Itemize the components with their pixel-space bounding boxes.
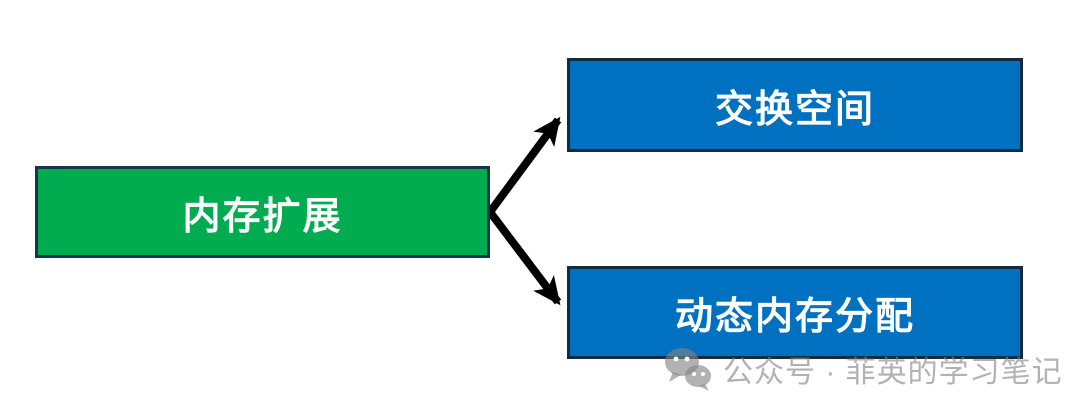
node-swap-space-label: 交换空间 <box>714 88 875 131</box>
node-dynamic-memory-allocation: 动态内存分配 <box>567 266 1023 359</box>
arrow-to-swap-space <box>486 116 562 215</box>
watermark: 公众号 · 菲英的学习笔记 <box>663 346 1063 392</box>
watermark-text: 公众号 · 菲英的学习笔记 <box>723 356 1063 389</box>
arrow-to-dynamic-memory-allocation <box>486 209 562 306</box>
node-dynamic-memory-allocation-label: 动态内存分配 <box>674 296 915 338</box>
node-memory-expansion: 内存扩展 <box>35 166 490 258</box>
node-swap-space: 交换空间 <box>567 58 1023 152</box>
node-memory-expansion-label: 内存扩展 <box>182 195 343 238</box>
wechat-icon <box>665 348 711 391</box>
